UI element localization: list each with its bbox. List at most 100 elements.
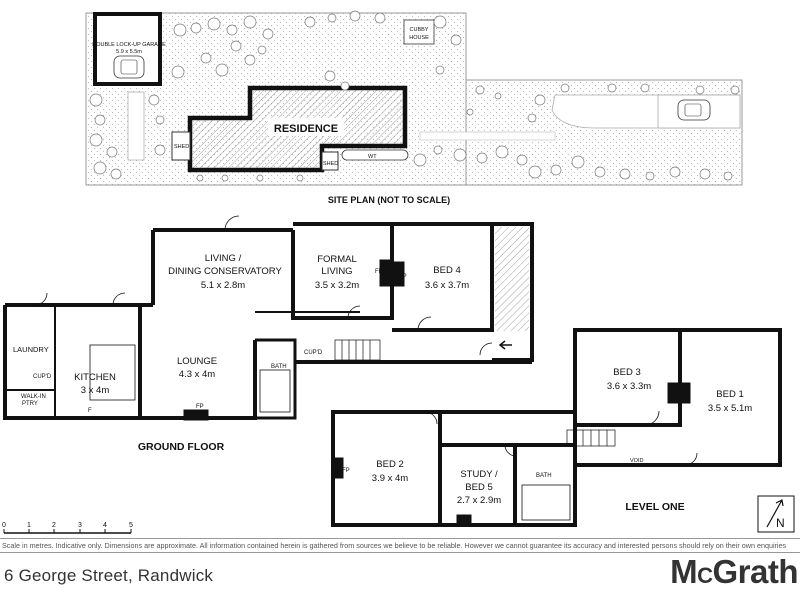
- room-name: STUDY /: [460, 469, 498, 480]
- divider: [0, 552, 800, 553]
- shed-label: SHED: [174, 144, 189, 150]
- room-name: LOUNGE: [177, 356, 217, 367]
- level-bath-room: [515, 443, 577, 527]
- room-name: BED 2: [376, 459, 403, 470]
- door-swing: [424, 411, 438, 425]
- room-name: LAUNDRY: [13, 345, 49, 354]
- scale-tick: 0: [2, 522, 6, 529]
- bed4-room: [392, 222, 494, 332]
- bed3-room: [573, 328, 682, 427]
- fridge-label: F: [88, 408, 92, 414]
- room-size: 3.9 x 4m: [372, 473, 409, 484]
- garage-label: DOUBLE LOCK-UP GARAGE: [92, 42, 166, 48]
- garage-size: 5.9 x 5.5m: [116, 49, 142, 55]
- car-icon: [113, 55, 145, 79]
- door-swing: [224, 215, 240, 231]
- door-swing: [644, 410, 660, 426]
- kitchen-bench: [89, 344, 136, 401]
- room-name: LIVING: [321, 266, 352, 277]
- level-one-title: LEVEL ONE: [625, 501, 684, 513]
- shed-east: [321, 151, 339, 171]
- room-size: 2.7 x 2.9m: [457, 495, 501, 506]
- car-icon: [677, 99, 711, 121]
- cubby-label: HOUSE: [409, 35, 429, 41]
- room-name: BED 3: [613, 367, 640, 378]
- cupboard-label: CUP'D: [33, 374, 52, 380]
- bath-fixture: [521, 484, 571, 521]
- fireplace-icon: [391, 261, 405, 287]
- room-size: 3.6 x 3.3m: [607, 381, 651, 392]
- bed1-room: [680, 328, 782, 467]
- room-name: BED 1: [716, 389, 743, 400]
- side-path: [419, 131, 556, 141]
- room-name: BED 4: [433, 265, 460, 276]
- brand-letter: M: [670, 553, 698, 590]
- door-swing: [417, 316, 432, 331]
- property-address: 6 George Street, Randwick: [4, 566, 214, 585]
- door-swing: [479, 342, 493, 356]
- door-swing: [347, 305, 361, 319]
- door-swing: [112, 292, 126, 306]
- study-room: [440, 443, 517, 527]
- scale-bar: 0 1 2 3 4 5: [2, 522, 133, 534]
- void-label: VOID: [630, 458, 643, 464]
- level-stairs: [566, 429, 616, 447]
- ground-floor-plan: [3, 215, 534, 421]
- fireplace-label: FP: [196, 404, 204, 410]
- room-name: DINING CONSERVATORY: [168, 266, 282, 277]
- shed-label: SHED: [323, 161, 338, 167]
- fireplace-label: FP: [342, 468, 350, 474]
- room-size: 5.1 x 2.8m: [201, 280, 245, 291]
- pantry-label: WALK-IN: [21, 394, 46, 400]
- room-size: 3.5 x 5.1m: [708, 403, 752, 414]
- compass-letter: N: [776, 516, 785, 530]
- entry-arrow-icon: [498, 340, 512, 350]
- room-size: 3.5 x 3.2m: [315, 280, 359, 291]
- ground-floor-labels: LIVING / DINING CONSERVATORY 5.1 x 2.8m …: [13, 253, 469, 453]
- room-size: 3 x 4m: [81, 385, 110, 396]
- scale-tick: 2: [52, 522, 56, 529]
- cubby-house: [403, 19, 435, 45]
- level-one-labels: BED 3 3.6 x 3.3m BED 1 3.5 x 5.1m BED 2 …: [342, 367, 752, 513]
- water-tank: [341, 149, 409, 161]
- cubby-label: CUBBY: [410, 27, 429, 33]
- living-dining-room: [151, 228, 295, 320]
- brand-letter: C: [697, 563, 713, 588]
- room-name: BATH: [536, 473, 552, 479]
- room-size: 3.6 x 3.7m: [425, 280, 469, 291]
- disclaimer-text: Scale in metres. Indicative only. Dimens…: [2, 541, 787, 550]
- residence-label: RESIDENCE: [274, 123, 338, 135]
- ground-stairs: [334, 339, 381, 361]
- room-name: BATH: [271, 364, 287, 370]
- fireplace-icon: [332, 457, 344, 479]
- shed-west: [171, 131, 191, 161]
- door-swing: [34, 292, 48, 306]
- front-steps: [127, 91, 145, 161]
- brand-letter: Grath: [712, 553, 798, 590]
- fireplace-label: FP: [375, 269, 383, 275]
- scale-tick: 1: [27, 522, 31, 529]
- ground-floor-title: GROUND FLOOR: [138, 441, 225, 453]
- ground-bath-room: [255, 338, 297, 420]
- kitchen-room: [55, 303, 153, 420]
- shrub-icon: [89, 10, 740, 182]
- site-plan-title: SITE PLAN (NOT TO SCALE): [328, 195, 450, 205]
- room-name: LIVING /: [205, 253, 242, 264]
- north-arrow-icon: N: [757, 495, 795, 533]
- fireplace-label: FP: [399, 274, 407, 280]
- room-name: FORMAL: [317, 254, 357, 265]
- fireplace-icon: [183, 409, 209, 421]
- room-name: KITCHEN: [74, 372, 116, 383]
- laundry-room: [3, 303, 55, 420]
- level-one-plan: [331, 328, 782, 527]
- brand-logo: MCGrath: [670, 553, 798, 591]
- scale-tick: 3: [78, 522, 82, 529]
- room-name: BED 5: [465, 482, 492, 493]
- scale-tick: 4: [103, 522, 107, 529]
- room-size: 4.3 x 4m: [179, 369, 216, 380]
- bath-fixture: [259, 369, 291, 413]
- door-swing: [684, 452, 698, 466]
- cupboard-label: CUP'D: [304, 350, 323, 356]
- scale-tick: 5: [129, 522, 133, 529]
